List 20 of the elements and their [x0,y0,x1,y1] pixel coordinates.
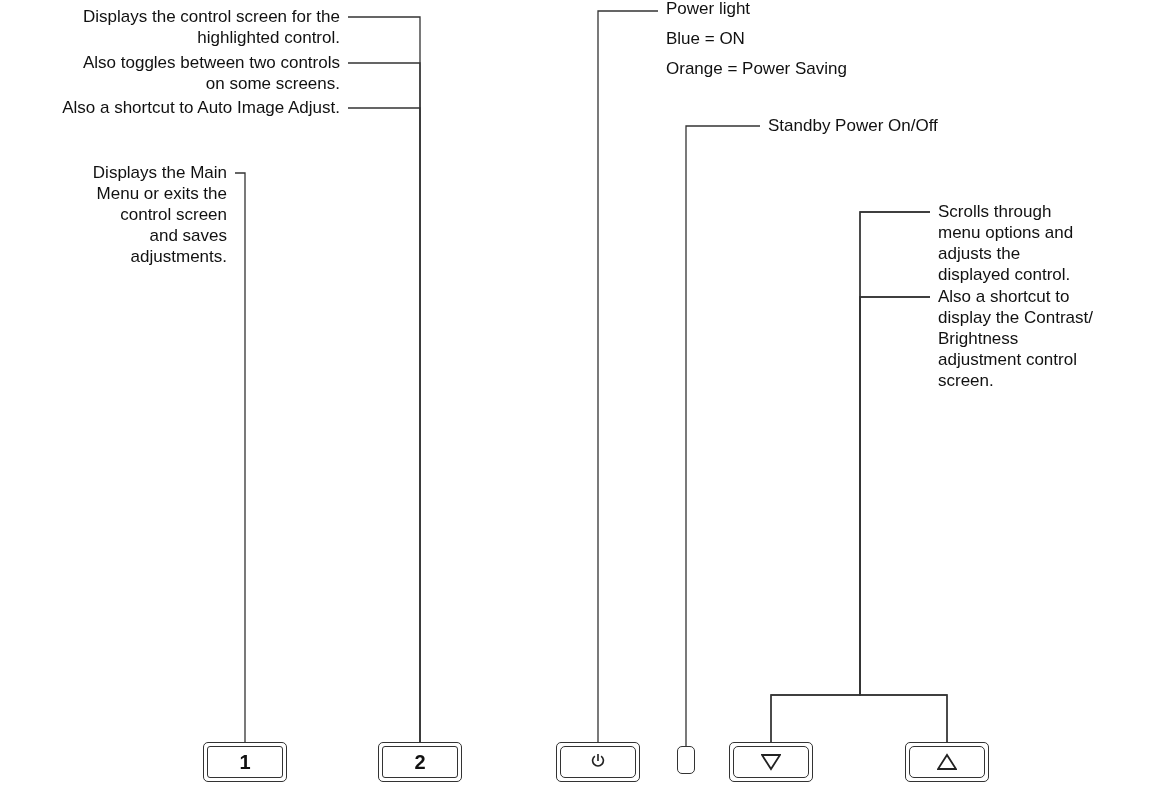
panel-button: 2 [378,742,462,782]
leader-line [234,172,246,743]
callout-text: Also toggles between two controls on some screens. [62,52,348,94]
panel-button: 1 [203,742,287,782]
callout-text: Power light [666,0,752,19]
callout-text: Blue = ON [666,28,746,49]
callout-text: Scrolls through menu options and adjusts the displayed control. [930,201,1095,285]
callout-text: Displays the control screen for the highlighted control. [62,6,348,48]
callout-text: Also a shortcut to display the Contrast/ Brightness adjustment control screen. [930,286,1095,391]
leader-line [859,296,948,743]
indicator-light [677,746,695,774]
callout-text: Also a shortcut to Auto Image Adjust. [62,97,348,118]
leader-line [597,10,659,743]
panel-button [556,742,640,782]
leader-line [685,125,761,747]
callout-text: Standby Power On/Off [760,115,1000,136]
panel-button [729,742,813,782]
panel-button [905,742,989,782]
callout-text: Displays the Main Menu or exits the control screen and saves adjustments. [90,162,235,267]
callout-text: Orange = Power Saving [666,58,848,79]
